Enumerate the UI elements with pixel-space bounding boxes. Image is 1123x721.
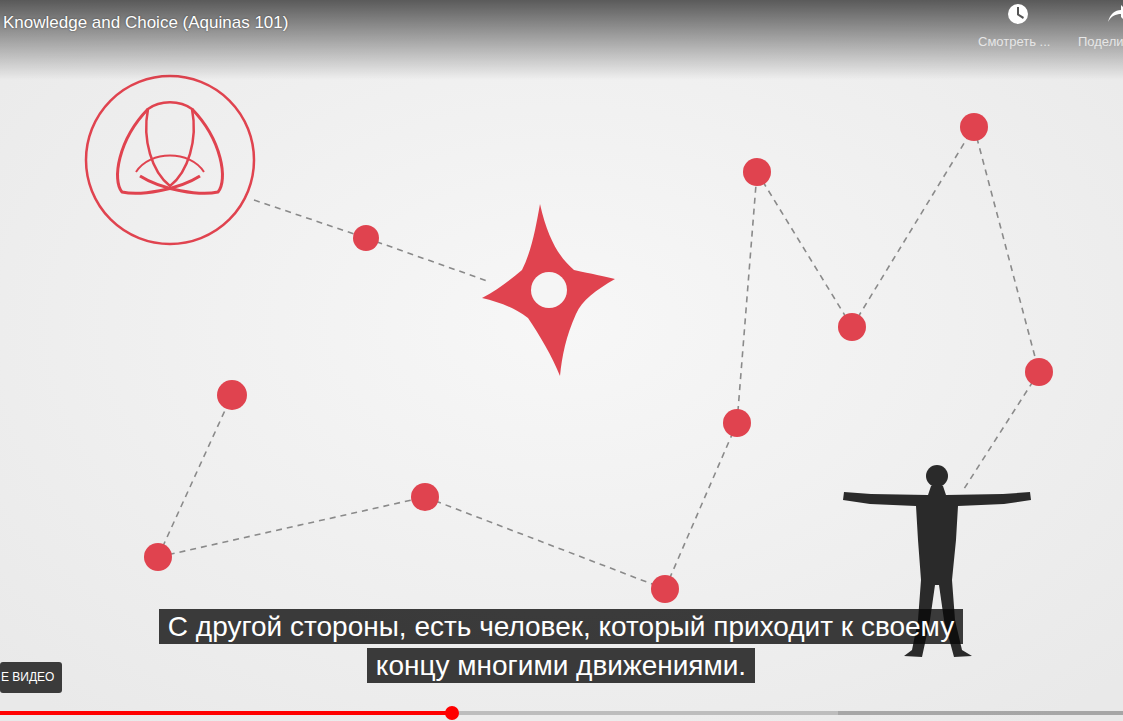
red-dots-part [838,313,866,341]
trinity-emblem-part [118,109,200,193]
top-shade [0,0,1123,80]
watch-later-icon-part [1017,7,1024,19]
more-videos-button [0,662,62,693]
progress-bar-part [0,711,1123,715]
dashed-links-part [665,423,737,589]
star-emblem-part [482,204,615,376]
red-dots-part [411,483,439,511]
subtitle-band: С другой стороны, есть человек, который … [136,607,986,685]
dashed-links [158,127,1039,589]
subtitle-text: С другой стороны, есть человек, который … [159,609,963,683]
red-dots-part [353,225,379,251]
more-videos-label: Е ВИДЕО [1,670,54,684]
watch-later-icon [1008,4,1028,24]
trinity-emblem-part [136,156,204,173]
trinity-emblem-part [86,76,254,244]
share-icon [1108,5,1123,22]
red-dots-part [217,380,247,410]
watch-later-icon-part [1008,4,1028,24]
trinity-emblem-part [140,109,222,193]
dashed-links-part [425,497,665,589]
red-dots-part [960,113,988,141]
progress-bar-part [452,711,838,715]
red-dots-part [651,575,679,603]
progress-bar [0,706,1123,720]
progress-bar-part [0,711,452,715]
watch-later-label: Смотреть ... [978,34,1050,49]
red-dots-part [1025,358,1053,386]
video-title: Knowledge and Choice (Aquinas 101) [3,13,288,33]
progress-bar-part [445,706,459,720]
dashed-links-part [757,172,852,327]
dashed-links-part [366,238,490,282]
red-dots [144,113,1053,603]
human-silhouette-part [926,465,948,487]
dashed-links-part [974,127,1039,372]
star-emblem-part [531,272,567,308]
dashed-links-part [852,127,974,327]
dashed-links-part [254,200,366,238]
dashed-links-part [158,395,232,557]
dashed-links-part [737,172,757,423]
share-label: Подели [1078,34,1123,49]
trinity-emblem-part [146,102,193,186]
red-dots-part [723,409,751,437]
dashed-links-part [158,497,425,557]
red-dots-part [144,543,172,571]
star-emblem [482,204,615,376]
dashed-links-part [962,372,1039,492]
share-icon-part [1108,5,1123,22]
red-dots-part [743,158,771,186]
trinity-emblem [86,76,254,244]
